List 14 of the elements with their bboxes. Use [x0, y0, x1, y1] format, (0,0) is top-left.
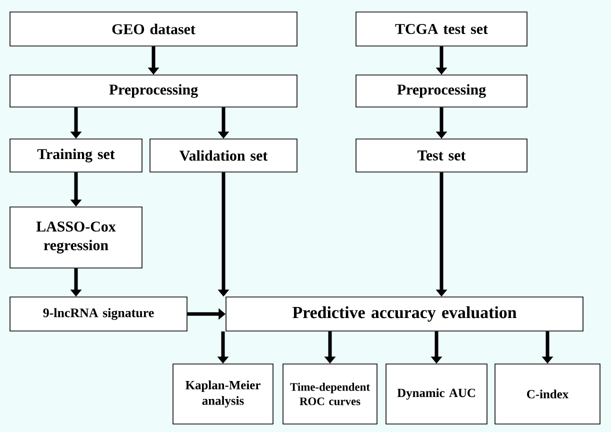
process-box: Validation set — [150, 138, 298, 172]
process-box: C-index — [494, 364, 600, 424]
process-box: GEO dataset — [10, 12, 298, 46]
process-box: Predictive accuracy evaluation — [226, 296, 584, 332]
process-box: Training set — [10, 138, 142, 172]
process-box: LASSO-Cox regression — [10, 206, 142, 268]
process-box: Preprocessing — [356, 74, 528, 108]
process-box: Kaplan-Meier analysis — [172, 364, 274, 424]
process-box: Test set — [356, 138, 528, 172]
process-box: Time-dependent ROC curves — [282, 364, 378, 424]
process-box: Preprocessing — [10, 74, 298, 108]
process-box: 9-lncRNA signature — [10, 296, 188, 332]
process-box: Dynamic AUC — [386, 364, 488, 424]
process-box: TCGA test set — [356, 12, 528, 46]
